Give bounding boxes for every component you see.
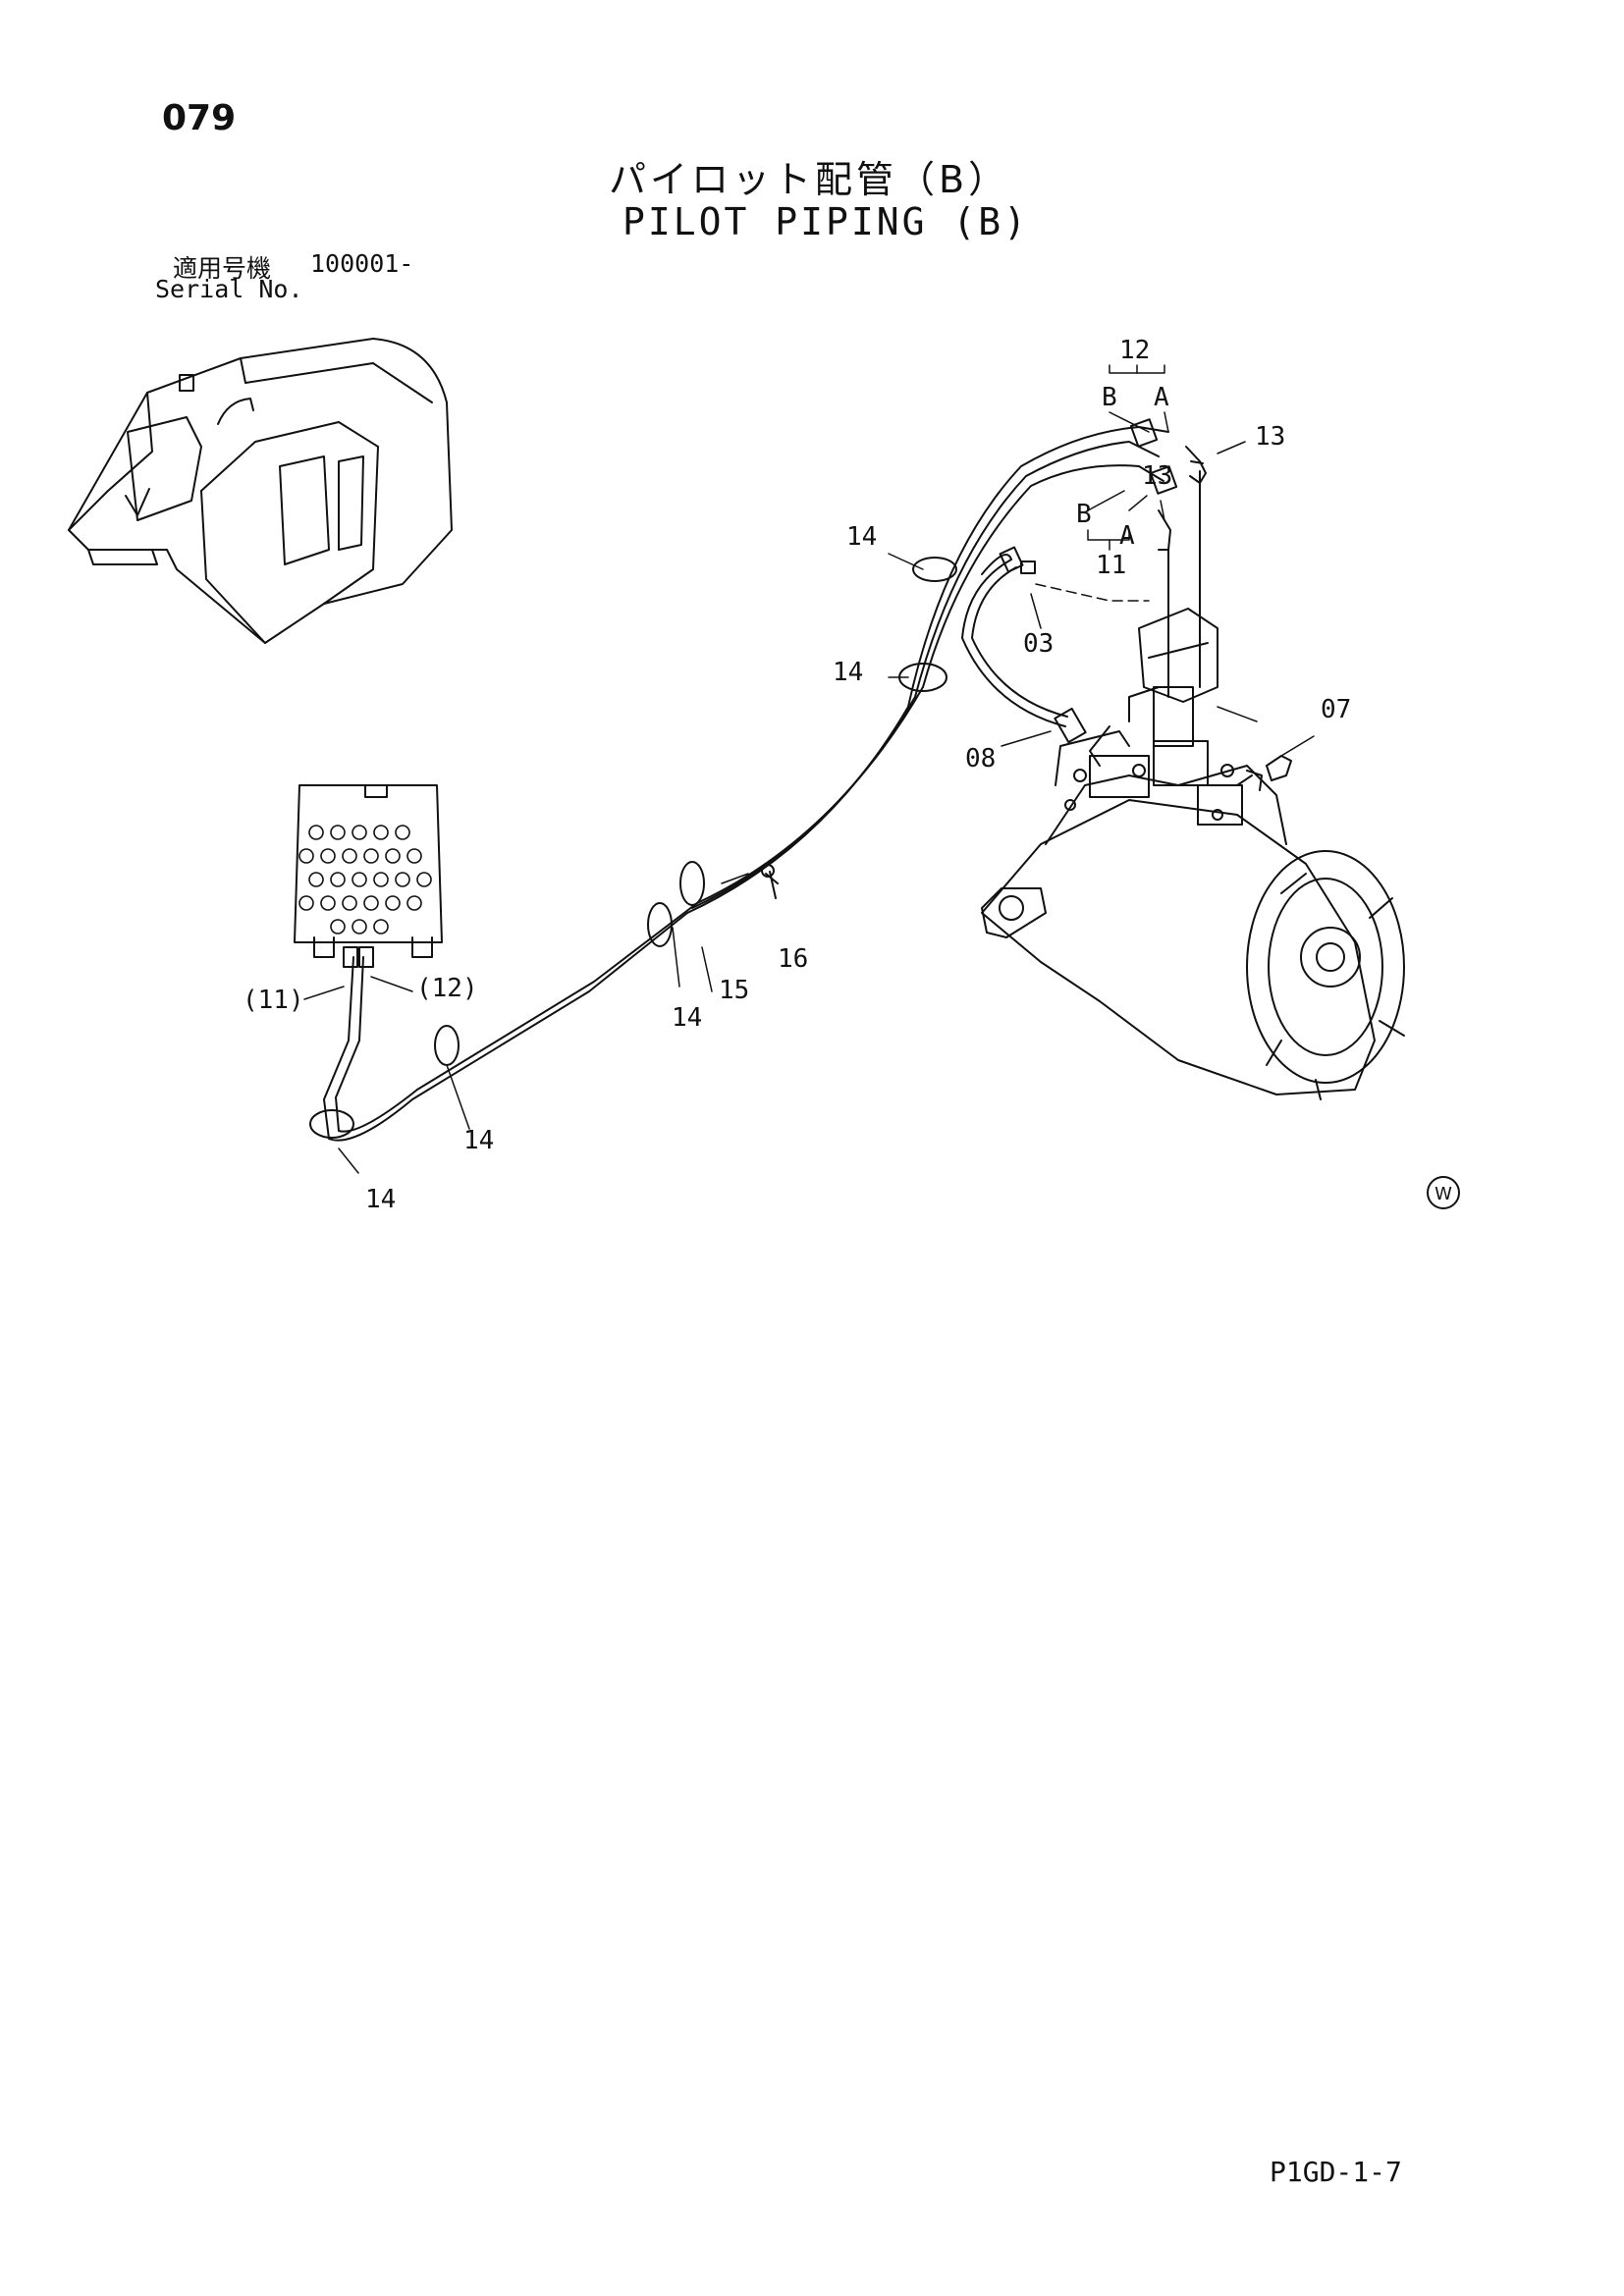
sheet-code: P1GD-1-7 [1270,2156,1402,2188]
callout-14-a: 14 [846,522,877,552]
callout-15: 15 [719,976,749,1005]
callout-13-right: 13 [1255,422,1285,452]
callout-labels: 12 B A 13 13 B A 11 14 14 03 07 08 16 15… [243,336,1452,1214]
fittings [1158,446,1292,781]
page-title-japanese: パイロット配管（B） [609,158,1010,201]
excavator-cab-overview [68,338,453,644]
clamps [309,557,957,1139]
serial-number: 100001- [310,249,414,278]
callout-16: 16 [778,944,808,974]
serial-label-japanese: 適用号機 [173,254,272,283]
serial-label-english: Serial No. [155,275,303,303]
page-title-english: PILOT PIPING (B) [623,200,1030,243]
leader-lines [303,364,1315,1174]
w-mark-letter: W [1435,1184,1452,1204]
callout-12-top: 12 [1119,336,1150,365]
callout-08: 08 [965,744,996,774]
callout-11: 11 [1096,551,1126,580]
control-valve-block [294,784,443,958]
w-mark-circle [1427,1176,1460,1209]
callout-11-b: B [1076,500,1092,529]
callout-07: 07 [1321,695,1351,724]
pilot-hoses [323,418,1178,1142]
hydraulic-pump-assembly [981,608,1405,1100]
callout-11-paren: (11) [243,986,304,1015]
callout-13-mid: 13 [1142,461,1172,491]
callout-14-e: 14 [365,1185,396,1214]
callout-11-a: A [1119,521,1135,551]
callout-12-b: B [1102,383,1117,412]
callout-03: 03 [1023,629,1054,659]
page-number: 079 [162,98,237,138]
callout-14-d: 14 [463,1126,494,1155]
callout-12-paren: (12) [416,974,478,1003]
callout-12-a: A [1154,383,1169,412]
callout-14-c: 14 [672,1003,702,1033]
callout-14-b: 14 [833,658,863,687]
